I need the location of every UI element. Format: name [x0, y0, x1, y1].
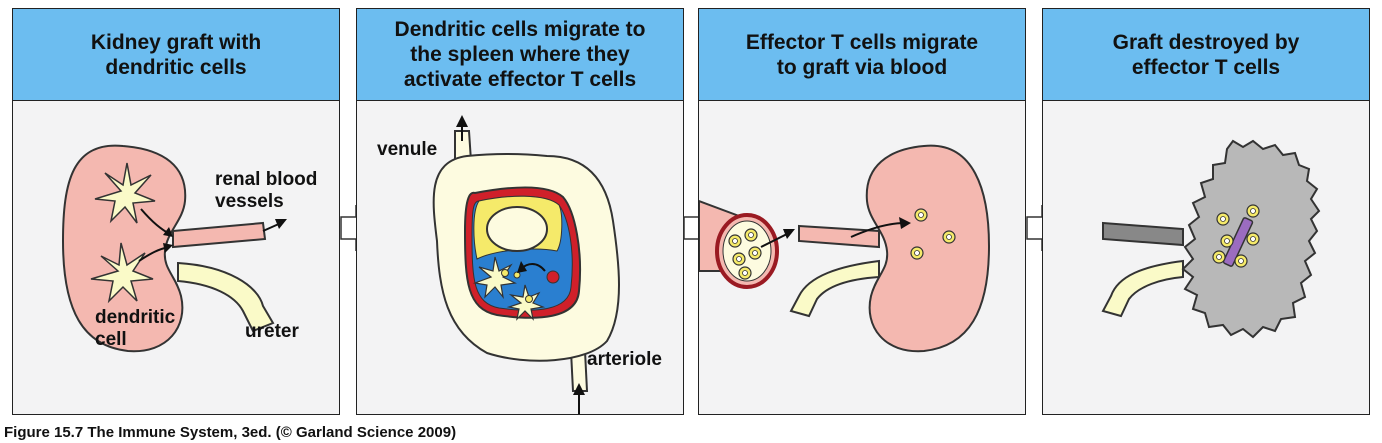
- kidney-illustration: [61, 144, 187, 353]
- ureter-illustration: [177, 261, 275, 333]
- dendritic-cell-1: [94, 162, 156, 224]
- panel-kidney-graft: Kidney graft with dendritic cells renal …: [12, 8, 340, 415]
- label-dendritic: dendritic: [95, 307, 176, 328]
- panel-spleen: Dendritic cells migrate to the spleen wh…: [356, 8, 684, 415]
- destroyed-graft-illustration: [1101, 139, 1321, 339]
- figure-caption: Figure 15.7 The Immune System, 3ed. (© G…: [4, 424, 457, 441]
- panel-graft-destroyed: Graft destroyed by effector T cells: [1042, 8, 1370, 415]
- spleen-dendritic-cell-2: [506, 284, 546, 321]
- label-arteriole: arteriole: [587, 349, 662, 370]
- label-cell: cell: [95, 329, 127, 350]
- panel-t-cell-migration: Effector T cells migrate to graft via bl…: [698, 8, 1026, 415]
- label-ureter: ureter: [245, 321, 299, 342]
- panel-3-title: Effector T cells migrate to graft via bl…: [699, 9, 1025, 101]
- t-cell-red: [546, 270, 560, 284]
- panel-4-title: Graft destroyed by effector T cells: [1043, 9, 1369, 101]
- renal-blood-vessel: [172, 221, 267, 249]
- spleen-illustration: [432, 115, 620, 414]
- spleen-dendritic-cell-1: [472, 256, 517, 300]
- panel-1-title: Kidney graft with dendritic cells: [13, 9, 339, 101]
- kidney-graft-illustration: [61, 144, 287, 353]
- label-vessels: vessels: [215, 191, 284, 212]
- migration-illustration: [699, 144, 991, 353]
- label-renal-blood: renal blood: [215, 169, 318, 190]
- panel-2-title: Dendritic cells migrate to the spleen wh…: [357, 9, 683, 101]
- label-venule: venule: [377, 139, 438, 160]
- dendritic-cell-2: [90, 242, 154, 304]
- kidney-graft: [865, 144, 991, 353]
